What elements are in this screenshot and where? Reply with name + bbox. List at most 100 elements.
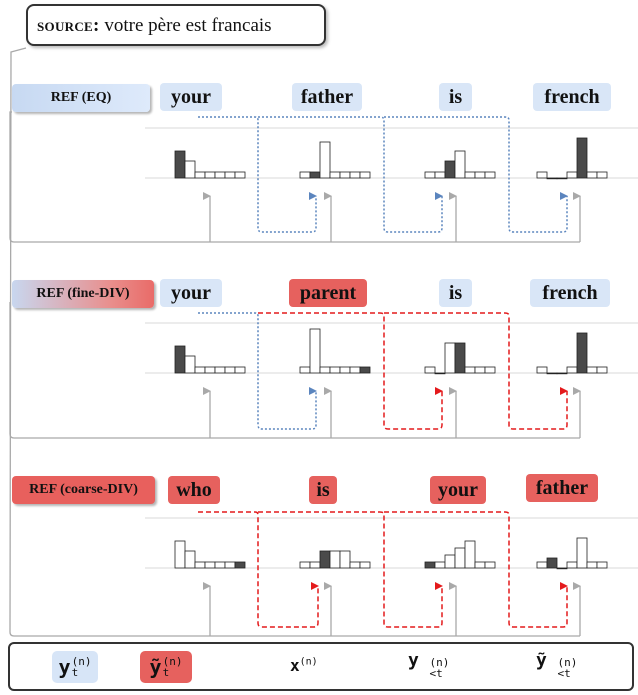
y-prev-arrow	[198, 312, 317, 430]
histogram-bar	[586, 561, 598, 569]
word-token: father	[526, 474, 598, 502]
x-loop-fine	[9, 302, 580, 439]
histogram-bar	[339, 171, 351, 179]
y-tilde-prev-arrow	[384, 511, 568, 628]
histogram-bar	[359, 171, 371, 179]
histogram-bar	[474, 561, 486, 569]
y-tilde-prev-arrow	[258, 511, 443, 628]
word-token: your	[160, 83, 222, 111]
histogram-bar	[474, 366, 486, 374]
histogram-bar	[556, 567, 568, 570]
histogram-bar	[194, 366, 206, 374]
histogram-bar	[329, 366, 341, 374]
legend-sym2-sub: t	[162, 666, 170, 679]
legend-sym1-sup: (n)	[71, 655, 92, 668]
histogram-bar	[174, 540, 186, 569]
histogram-bar	[576, 537, 588, 569]
word-token: french	[533, 83, 611, 111]
histogram-bar	[566, 366, 578, 374]
histogram-bar	[444, 342, 456, 374]
y-tilde-prev-arrow	[384, 312, 568, 430]
y-prev-arrow	[258, 116, 443, 233]
histogram-bar	[474, 171, 486, 179]
legend-yprev-sub: <t	[429, 667, 443, 680]
histogram-bar	[434, 561, 446, 569]
legend-x-main: x	[290, 656, 300, 675]
histogram-bar	[546, 177, 558, 180]
ref-label-coarse-div: REF (coarse-DIV)	[12, 476, 155, 504]
histogram-bar	[299, 561, 311, 569]
histogram-bar	[464, 366, 476, 374]
histogram-bar	[339, 550, 351, 569]
histogram-bar	[319, 141, 331, 179]
histogram-bar	[329, 171, 341, 179]
legend-y-tilde-prev-label: ỹ (n)<t	[536, 650, 577, 679]
source-text: votre père est francais	[104, 15, 272, 36]
histogram-bar	[464, 171, 476, 179]
word-token: parent	[289, 279, 367, 307]
word-token: is	[309, 476, 337, 504]
histogram-bar	[566, 171, 578, 179]
histogram-bar	[214, 366, 226, 374]
word-token: is	[439, 83, 472, 111]
histogram-bar	[349, 366, 361, 374]
histogram-bar	[546, 372, 558, 375]
histogram-bar	[224, 561, 236, 569]
histogram-bar	[444, 160, 456, 179]
histogram-bar	[359, 561, 371, 569]
legend-y-prev-label: y (n)<t	[408, 650, 449, 679]
word-token: your	[160, 279, 222, 307]
histogram-bar	[349, 171, 361, 179]
legend: y (n)t ỹ (n)t x(n) y (n)<t ỹ (n)<t	[8, 642, 634, 691]
histogram-bar	[204, 366, 216, 374]
source-sentence: source: votre père est francais	[37, 15, 272, 37]
word-token: father	[292, 83, 362, 111]
legend-sym2-sup: (n)	[162, 655, 183, 668]
histogram-bar	[174, 345, 186, 374]
histogram-bar	[214, 561, 226, 569]
histogram-bar	[234, 561, 246, 569]
word-token: is	[439, 279, 472, 307]
histogram-bar	[329, 550, 341, 569]
y-prev-arrow	[384, 116, 568, 233]
histogram-bar	[484, 561, 496, 569]
histogram-bar	[596, 366, 608, 374]
histogram-bar	[444, 554, 456, 569]
histogram-bar	[546, 557, 558, 569]
histogram-bar	[204, 171, 216, 179]
legend-ytprev-main: ỹ	[536, 650, 547, 671]
histogram-bar	[556, 177, 568, 180]
histogram-bar	[214, 171, 226, 179]
ref-coarse-div-block	[145, 511, 638, 637]
source-spine	[9, 47, 210, 637]
histogram-bar	[224, 366, 236, 374]
histogram-bar	[536, 561, 548, 569]
histogram-bar	[596, 171, 608, 179]
histogram-bar	[424, 171, 436, 179]
source-box: source: votre père est francais	[26, 4, 326, 46]
legend-yprev-sup: (n)	[429, 656, 450, 669]
histogram-bar	[349, 561, 361, 569]
histogram-bar	[586, 171, 598, 179]
histogram-bar	[424, 366, 436, 374]
legend-sym1-main: y	[58, 655, 71, 679]
ref-label-eq: REF (EQ)	[12, 84, 150, 112]
histogram-bar	[224, 171, 236, 179]
histogram-bar	[184, 355, 196, 374]
histogram-bar	[319, 550, 331, 569]
histogram-bar	[319, 366, 331, 374]
histogram-bar	[454, 150, 466, 179]
histogram-bar	[536, 171, 548, 179]
histogram-bar	[194, 171, 206, 179]
histogram-bar	[299, 171, 311, 179]
histogram-bar	[359, 366, 371, 374]
histogram-bar	[204, 561, 216, 569]
legend-symbol-y-tilde: ỹ (n)t	[140, 651, 192, 683]
histogram-bar	[424, 561, 436, 569]
x-loop-eq	[9, 111, 580, 243]
histogram-bar	[464, 540, 476, 569]
histogram-bar	[566, 561, 578, 569]
legend-sym2-main: ỹ	[149, 655, 162, 679]
histogram-bar	[234, 171, 246, 179]
